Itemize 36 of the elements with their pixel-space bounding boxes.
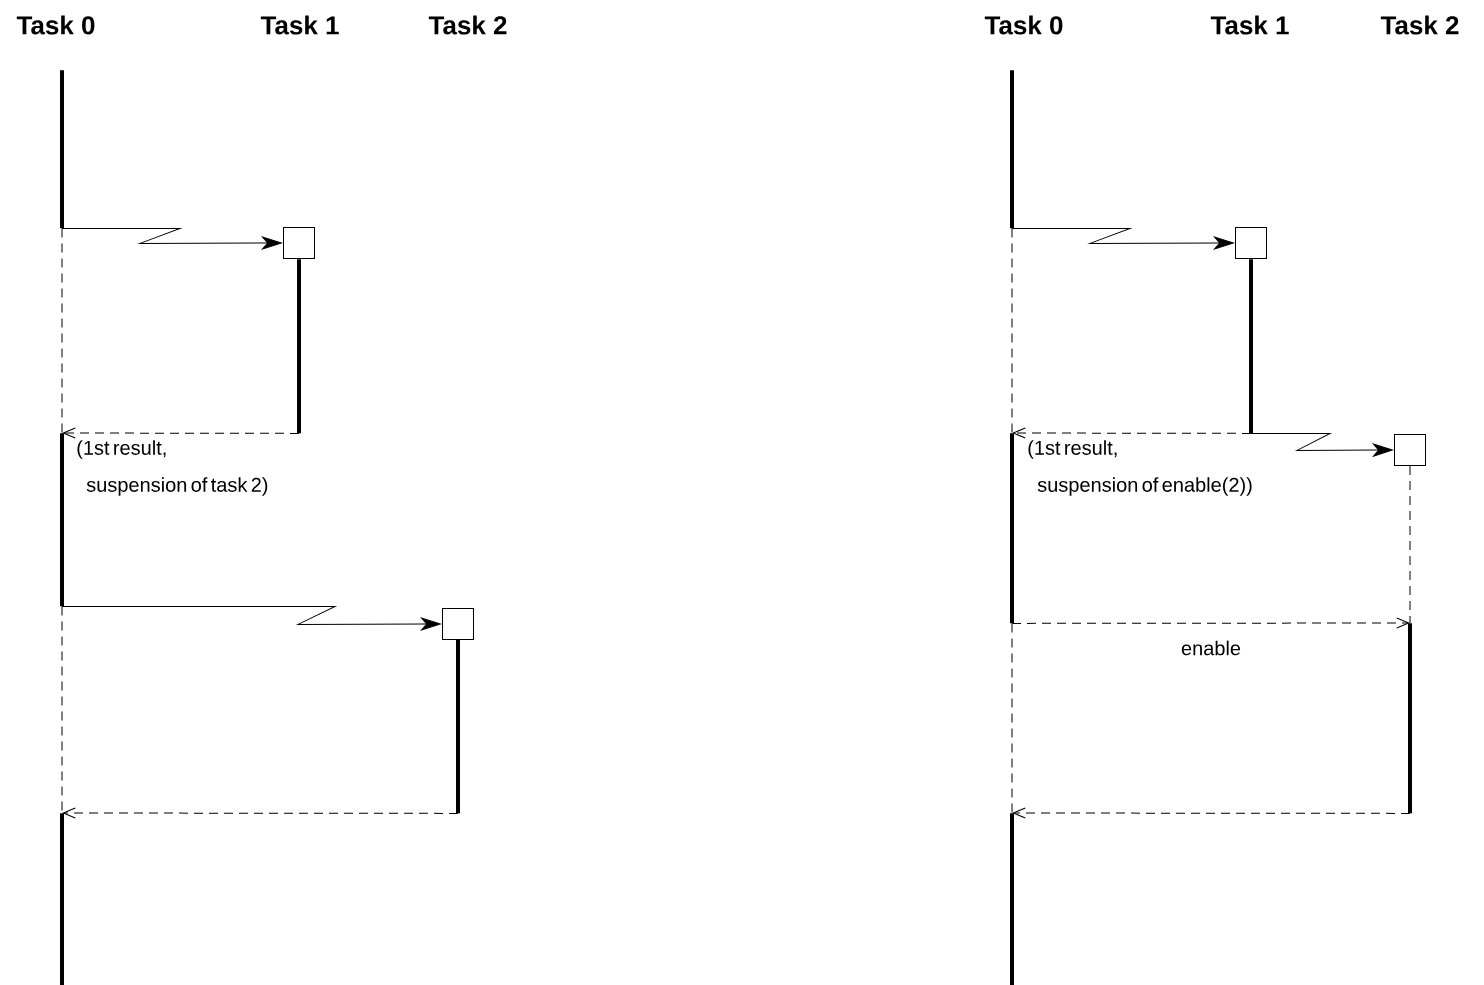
object-box xyxy=(1394,434,1426,466)
lifeline-heading: Task 0 xyxy=(16,15,95,35)
arrow xyxy=(1012,427,1252,439)
activation-bar xyxy=(1249,259,1253,434)
arrow xyxy=(1011,617,1410,629)
lifeline-heading: Task 2 xyxy=(1380,15,1459,35)
activation-bar xyxy=(60,70,64,229)
arrow xyxy=(1250,432,1393,457)
lifeline xyxy=(1011,227,1013,434)
activation-bar xyxy=(60,433,64,607)
arrow xyxy=(61,605,441,631)
arrow xyxy=(1012,807,1411,819)
arrow xyxy=(62,427,300,439)
arrow xyxy=(62,807,459,819)
activation-bar xyxy=(456,639,460,814)
edge-label: (1st result, suspension of enable(2)) xyxy=(1028,440,1252,496)
lifeline-heading: Task 2 xyxy=(428,15,507,35)
activation-bar xyxy=(1010,70,1014,229)
lifeline xyxy=(61,227,63,434)
activation-bar xyxy=(60,813,64,985)
edge-label: (1st result, suspension of task 2) xyxy=(77,440,268,496)
activation-bar xyxy=(297,259,301,434)
object-box xyxy=(1235,227,1267,259)
object-box xyxy=(442,608,474,640)
lifeline-heading: Task 1 xyxy=(260,15,339,35)
activation-bar xyxy=(1010,813,1014,985)
lifeline xyxy=(1011,622,1013,814)
arrow xyxy=(1011,227,1234,250)
edge-label: enable xyxy=(1181,640,1241,656)
object-box xyxy=(283,227,315,259)
activation-bar xyxy=(1010,433,1014,624)
activation-bar xyxy=(1408,623,1412,814)
lifeline-heading: Task 1 xyxy=(1210,15,1289,35)
arrow xyxy=(61,227,282,250)
lifeline xyxy=(1409,465,1411,624)
lifeline-heading: Task 0 xyxy=(984,15,1063,35)
